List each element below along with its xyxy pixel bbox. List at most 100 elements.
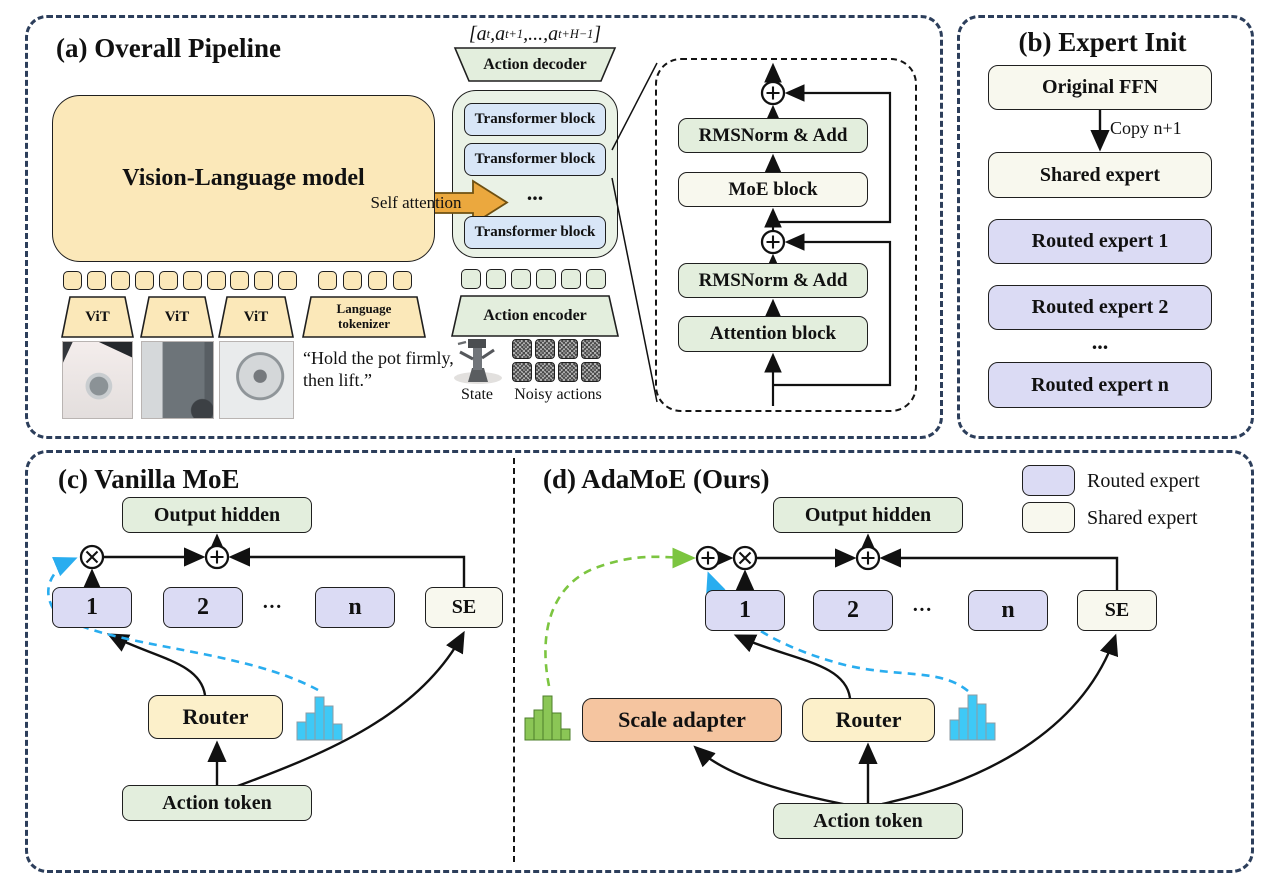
panel-c-title: (c) Vanilla MoE <box>58 463 240 494</box>
routed-expert-n-label: Routed expert n <box>1031 373 1169 396</box>
d-router-label: Router <box>835 707 902 732</box>
c-expert-ellipsis: ··· <box>261 595 282 618</box>
noisy-action-square <box>512 339 532 359</box>
vit-2-label: ViT <box>164 308 190 325</box>
routed-expert-1-box: Routed expert 1 <box>988 219 1212 264</box>
moe-block-label: MoE block <box>728 178 818 200</box>
legend-routed-swatch <box>1022 465 1075 496</box>
language-token <box>343 271 362 290</box>
vision-token <box>230 271 249 290</box>
noisy-action-square <box>581 339 601 359</box>
vlm-label: Vision-Language model <box>122 165 365 191</box>
vision-token <box>135 271 154 290</box>
routed-expert-2-label: Routed expert 2 <box>1031 296 1169 318</box>
formula-a1: a <box>476 22 487 45</box>
c-output-hidden-box: Output hidden <box>122 497 312 533</box>
vit-1-label: ViT <box>85 308 110 325</box>
vision-token <box>63 271 82 290</box>
c-expert-2-box: 2 <box>163 587 243 628</box>
camera-image-1 <box>62 341 133 419</box>
language-tokenizer-label: Language tokenizer <box>336 301 392 331</box>
c-action-token-box: Action token <box>122 785 312 821</box>
vision-token <box>159 271 178 290</box>
shared-expert-label: Shared expert <box>1039 163 1161 186</box>
panel-d-title: (d) AdaMoE (Ours) <box>543 463 770 494</box>
d-router-box: Router <box>802 698 935 742</box>
d-expert-1-box: 1 <box>705 590 785 631</box>
language-token <box>393 271 412 290</box>
c-router-label: Router <box>182 704 249 729</box>
moe-block-box: MoE block <box>678 172 868 207</box>
panel-b-title: (b) Expert Init <box>1018 26 1187 57</box>
action-token-square <box>511 269 531 289</box>
action-token-square <box>586 269 606 289</box>
rmsnorm-add-upper-box: RMSNorm & Add <box>678 118 868 153</box>
panel-a-title: (a) Overall Pipeline <box>56 32 281 63</box>
transformer-block-1-label: Transformer block <box>474 111 596 127</box>
d-expert-n-label: n <box>1001 597 1015 623</box>
panel-a-border <box>25 15 943 439</box>
vision-token <box>111 271 130 290</box>
formula-s2: t+1 <box>505 26 524 41</box>
c-router-box: Router <box>148 695 283 739</box>
d-expert-2-label: 2 <box>847 597 859 623</box>
d-output-hidden-box: Output hidden <box>773 497 963 533</box>
transformer-block-3-label: Transformer block <box>474 224 596 240</box>
transformer-detail-border <box>655 58 917 412</box>
state-label: State <box>461 386 493 403</box>
vision-token <box>207 271 226 290</box>
vit-3-label: ViT <box>243 308 269 325</box>
action-encoder-label: Action encoder <box>483 307 587 324</box>
noisy-action-square <box>581 362 601 382</box>
d-action-token-box: Action token <box>773 803 963 839</box>
language-token <box>368 271 387 290</box>
formula-c1: , <box>490 22 496 45</box>
transformer-block-2: Transformer block <box>464 143 606 176</box>
legend-shared-swatch <box>1022 502 1075 533</box>
d-action-token-label: Action token <box>813 809 923 832</box>
vision-language-model-box: Vision-Language model <box>52 95 435 262</box>
vision-token <box>254 271 273 290</box>
routed-expert-ellipsis: ... <box>1091 329 1109 354</box>
original-ffn-box: Original FFN <box>988 65 1212 110</box>
noisy-action-square <box>512 362 532 382</box>
d-expert-ellipsis: ··· <box>911 598 932 621</box>
formula-a3: a <box>548 22 559 45</box>
routed-expert-1-label: Routed expert 1 <box>1031 230 1169 252</box>
action-token-square <box>536 269 556 289</box>
c-expert-2-label: 2 <box>197 594 209 620</box>
formula-a2: a <box>495 22 506 45</box>
action-token-square <box>561 269 581 289</box>
camera-image-2 <box>141 341 214 419</box>
rmsnorm-lower-label: RMSNorm & Add <box>698 269 848 291</box>
c-expert-1-box: 1 <box>52 587 132 628</box>
panel-b-border <box>957 15 1254 439</box>
camera-image-3 <box>219 341 294 419</box>
c-expert-n-box: n <box>315 587 395 628</box>
d-scale-adapter-label: Scale adapter <box>618 707 746 732</box>
language-token <box>318 271 337 290</box>
legend-routed-label: Routed expert <box>1087 469 1200 492</box>
action-decoder-label: Action decoder <box>483 56 587 73</box>
action-token-square <box>486 269 506 289</box>
self-attention-label: Self attention <box>370 193 462 212</box>
attention-block-label: Attention block <box>709 323 837 344</box>
noisy-action-square <box>558 339 578 359</box>
d-shared-expert-label: SE <box>1104 599 1130 621</box>
routed-expert-2-box: Routed expert 2 <box>988 285 1212 330</box>
d-expert-2-box: 2 <box>813 590 893 631</box>
d-scale-adapter-box: Scale adapter <box>582 698 782 742</box>
panel-cd-divider <box>513 458 515 862</box>
transformer-block-1: Transformer block <box>464 103 606 136</box>
noisy-action-square <box>558 362 578 382</box>
transformer-stack-ellipsis: ... <box>526 180 544 205</box>
formula-c2: ,..., <box>523 22 549 45</box>
routed-expert-n-box: Routed expert n <box>988 362 1212 408</box>
noisy-action-square <box>535 362 555 382</box>
action-token-square <box>461 269 481 289</box>
formula-s1: t <box>486 26 491 41</box>
shared-expert-box: Shared expert <box>988 152 1212 198</box>
c-shared-expert-box: SE <box>425 587 503 628</box>
